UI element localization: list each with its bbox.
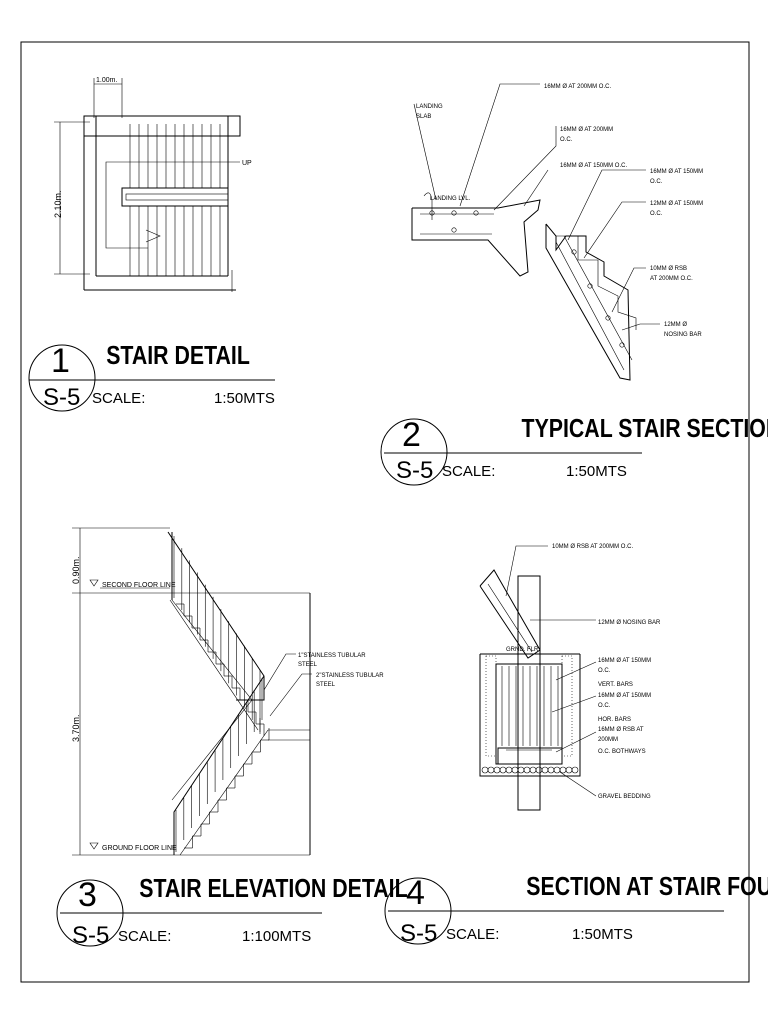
gravel-stone (559, 766, 567, 774)
gravel-stone (511, 766, 519, 774)
label-vert-3: VERT. BARS (598, 682, 633, 688)
label-landing-slab-2: SLAB (416, 114, 431, 120)
label-rail-1b: STEEL (298, 662, 318, 668)
scale-label-1: SCALE: (92, 390, 145, 407)
title-stair-detail: STAIR DETAIL (106, 341, 250, 371)
label-vert-2: O.C. (598, 668, 611, 674)
label-rail-2b: STEEL (316, 682, 336, 688)
title-section-at-stair-foundation: SECTION AT STAIR FOUNDATION (526, 872, 768, 902)
title-block-3: 3 S-5 STAIR ELEVATION DETAIL SCALE: 1:10… (56, 874, 408, 949)
gravel-stone (529, 766, 537, 774)
scale-value-4: 1:50MTS (572, 926, 633, 943)
dim-length: 2.10m. (53, 190, 63, 218)
up-label: UP (242, 160, 252, 167)
label-both-2: 200MM (598, 737, 618, 743)
title-block-2: 2 S-5 TYPICAL STAIR SECTION SCALE: 1:50M… (380, 414, 768, 486)
label-rsb-top: 10MM Ø RSB AT 200MM O.C. (552, 544, 633, 550)
gravel-stone (547, 766, 555, 774)
title-block-1: 1 S-5 STAIR DETAIL SCALE: 1:50MTS (28, 341, 275, 412)
sheet-ref-4: S-5 (400, 920, 437, 947)
label-landing-slab-1: LANDING (416, 104, 443, 110)
gravel-stone (541, 766, 549, 774)
label-both-3: O.C. BOTHWAYS (598, 749, 646, 755)
dim-rail-height: 0.90m. (71, 556, 81, 584)
gravel-stone (571, 766, 579, 774)
stair-elevation-drawing: 0.90m. 3.70m. SECOND FLOOR LINE GROUND F… (71, 527, 384, 856)
label-bar-4b: O.C. (650, 179, 663, 185)
title-stair-elevation-detail: STAIR ELEVATION DETAIL (139, 874, 407, 904)
detail-number-3: 3 (78, 876, 97, 914)
label-rail-1a: 1"STAINLESS TUBULAR (298, 653, 366, 659)
label-second-floor: SECOND FLOOR LINE (102, 582, 176, 589)
gravel-stone (523, 766, 531, 774)
gravel-stone (517, 766, 525, 774)
title-typical-stair-section: TYPICAL STAIR SECTION (522, 414, 768, 444)
label-bar-4a: 16MM Ø AT 150MM (650, 169, 703, 175)
label-bar-7b: NOSING BAR (664, 332, 702, 338)
label-hor-1: 16MM Ø AT 150MM (598, 693, 651, 699)
sheet-ref-2: S-5 (396, 457, 433, 484)
gravel-stone (535, 766, 543, 774)
gravel-stone (499, 766, 507, 774)
label-grnd-flr: GRND. FLR. (506, 647, 540, 653)
label-both-1: 16MM Ø RSB AT (598, 727, 644, 733)
gravel-stone (553, 766, 561, 774)
detail-number-4: 4 (406, 874, 425, 912)
sheet-ref-3: S-5 (72, 922, 109, 949)
label-nosing: 12MM Ø NOSING BAR (598, 620, 661, 626)
label-bar-1: 16MM Ø AT 200MM O.C. (544, 84, 611, 90)
dim-width: 1.00m. (96, 77, 117, 84)
scale-value-3: 1:100MTS (242, 928, 311, 945)
label-bar-6b: AT 200MM O.C. (650, 276, 693, 282)
scale-label-2: SCALE: (442, 463, 495, 480)
detail-number-2: 2 (402, 416, 421, 454)
label-rail-2a: 2"STAINLESS TUBULAR (316, 673, 384, 679)
gravel-stone (493, 766, 501, 774)
gravel-stone (565, 766, 573, 774)
gravel-stone (505, 766, 513, 774)
label-bar-5a: 12MM Ø AT 150MM (650, 201, 703, 207)
label-bar-2b: O.C. (560, 137, 573, 143)
sheet-ref-1: S-5 (43, 384, 80, 411)
dim-floor-height: 3.70m. (71, 714, 81, 742)
label-ground-floor: GROUND FLOOR LINE (102, 845, 177, 852)
stair-section-drawing: LANDING SLAB LANDING LVL. 16MM Ø AT 200M… (411, 83, 703, 381)
scale-value-1: 1:50MTS (214, 390, 275, 407)
label-hor-2: O.C. (598, 703, 611, 709)
scale-label-4: SCALE: (446, 926, 499, 943)
label-bar-7a: 12MM Ø (664, 322, 687, 328)
label-vert-1: 16MM Ø AT 150MM (598, 658, 651, 664)
gravel-stone (481, 766, 489, 774)
label-bar-6a: 10MM Ø RSB (650, 266, 687, 272)
scale-value-2: 1:50MTS (566, 463, 627, 480)
label-bar-5b: O.C. (650, 211, 663, 217)
title-block-4: 4 S-5 SECTION AT STAIR FOUNDATION SCALE:… (384, 872, 768, 947)
gravel-stone (487, 766, 495, 774)
stair-plan-drawing: 1.00m. 2.10m. UP (53, 77, 252, 292)
sheet-border (20, 41, 750, 983)
label-bar-3: 16MM Ø AT 150MM O.C. (560, 163, 627, 169)
label-landing-lvl: LANDING LVL. (430, 196, 471, 202)
scale-label-3: SCALE: (118, 928, 171, 945)
label-hor-3: HOR. BARS (598, 717, 631, 723)
detail-number-1: 1 (51, 342, 70, 380)
label-gravel: GRAVEL BEDDING (598, 794, 651, 800)
label-bar-2a: 16MM Ø AT 200MM (560, 127, 613, 133)
foundation-section-drawing: 10MM Ø RSB AT 200MM O.C. 12MM Ø NOSING B… (479, 544, 661, 811)
